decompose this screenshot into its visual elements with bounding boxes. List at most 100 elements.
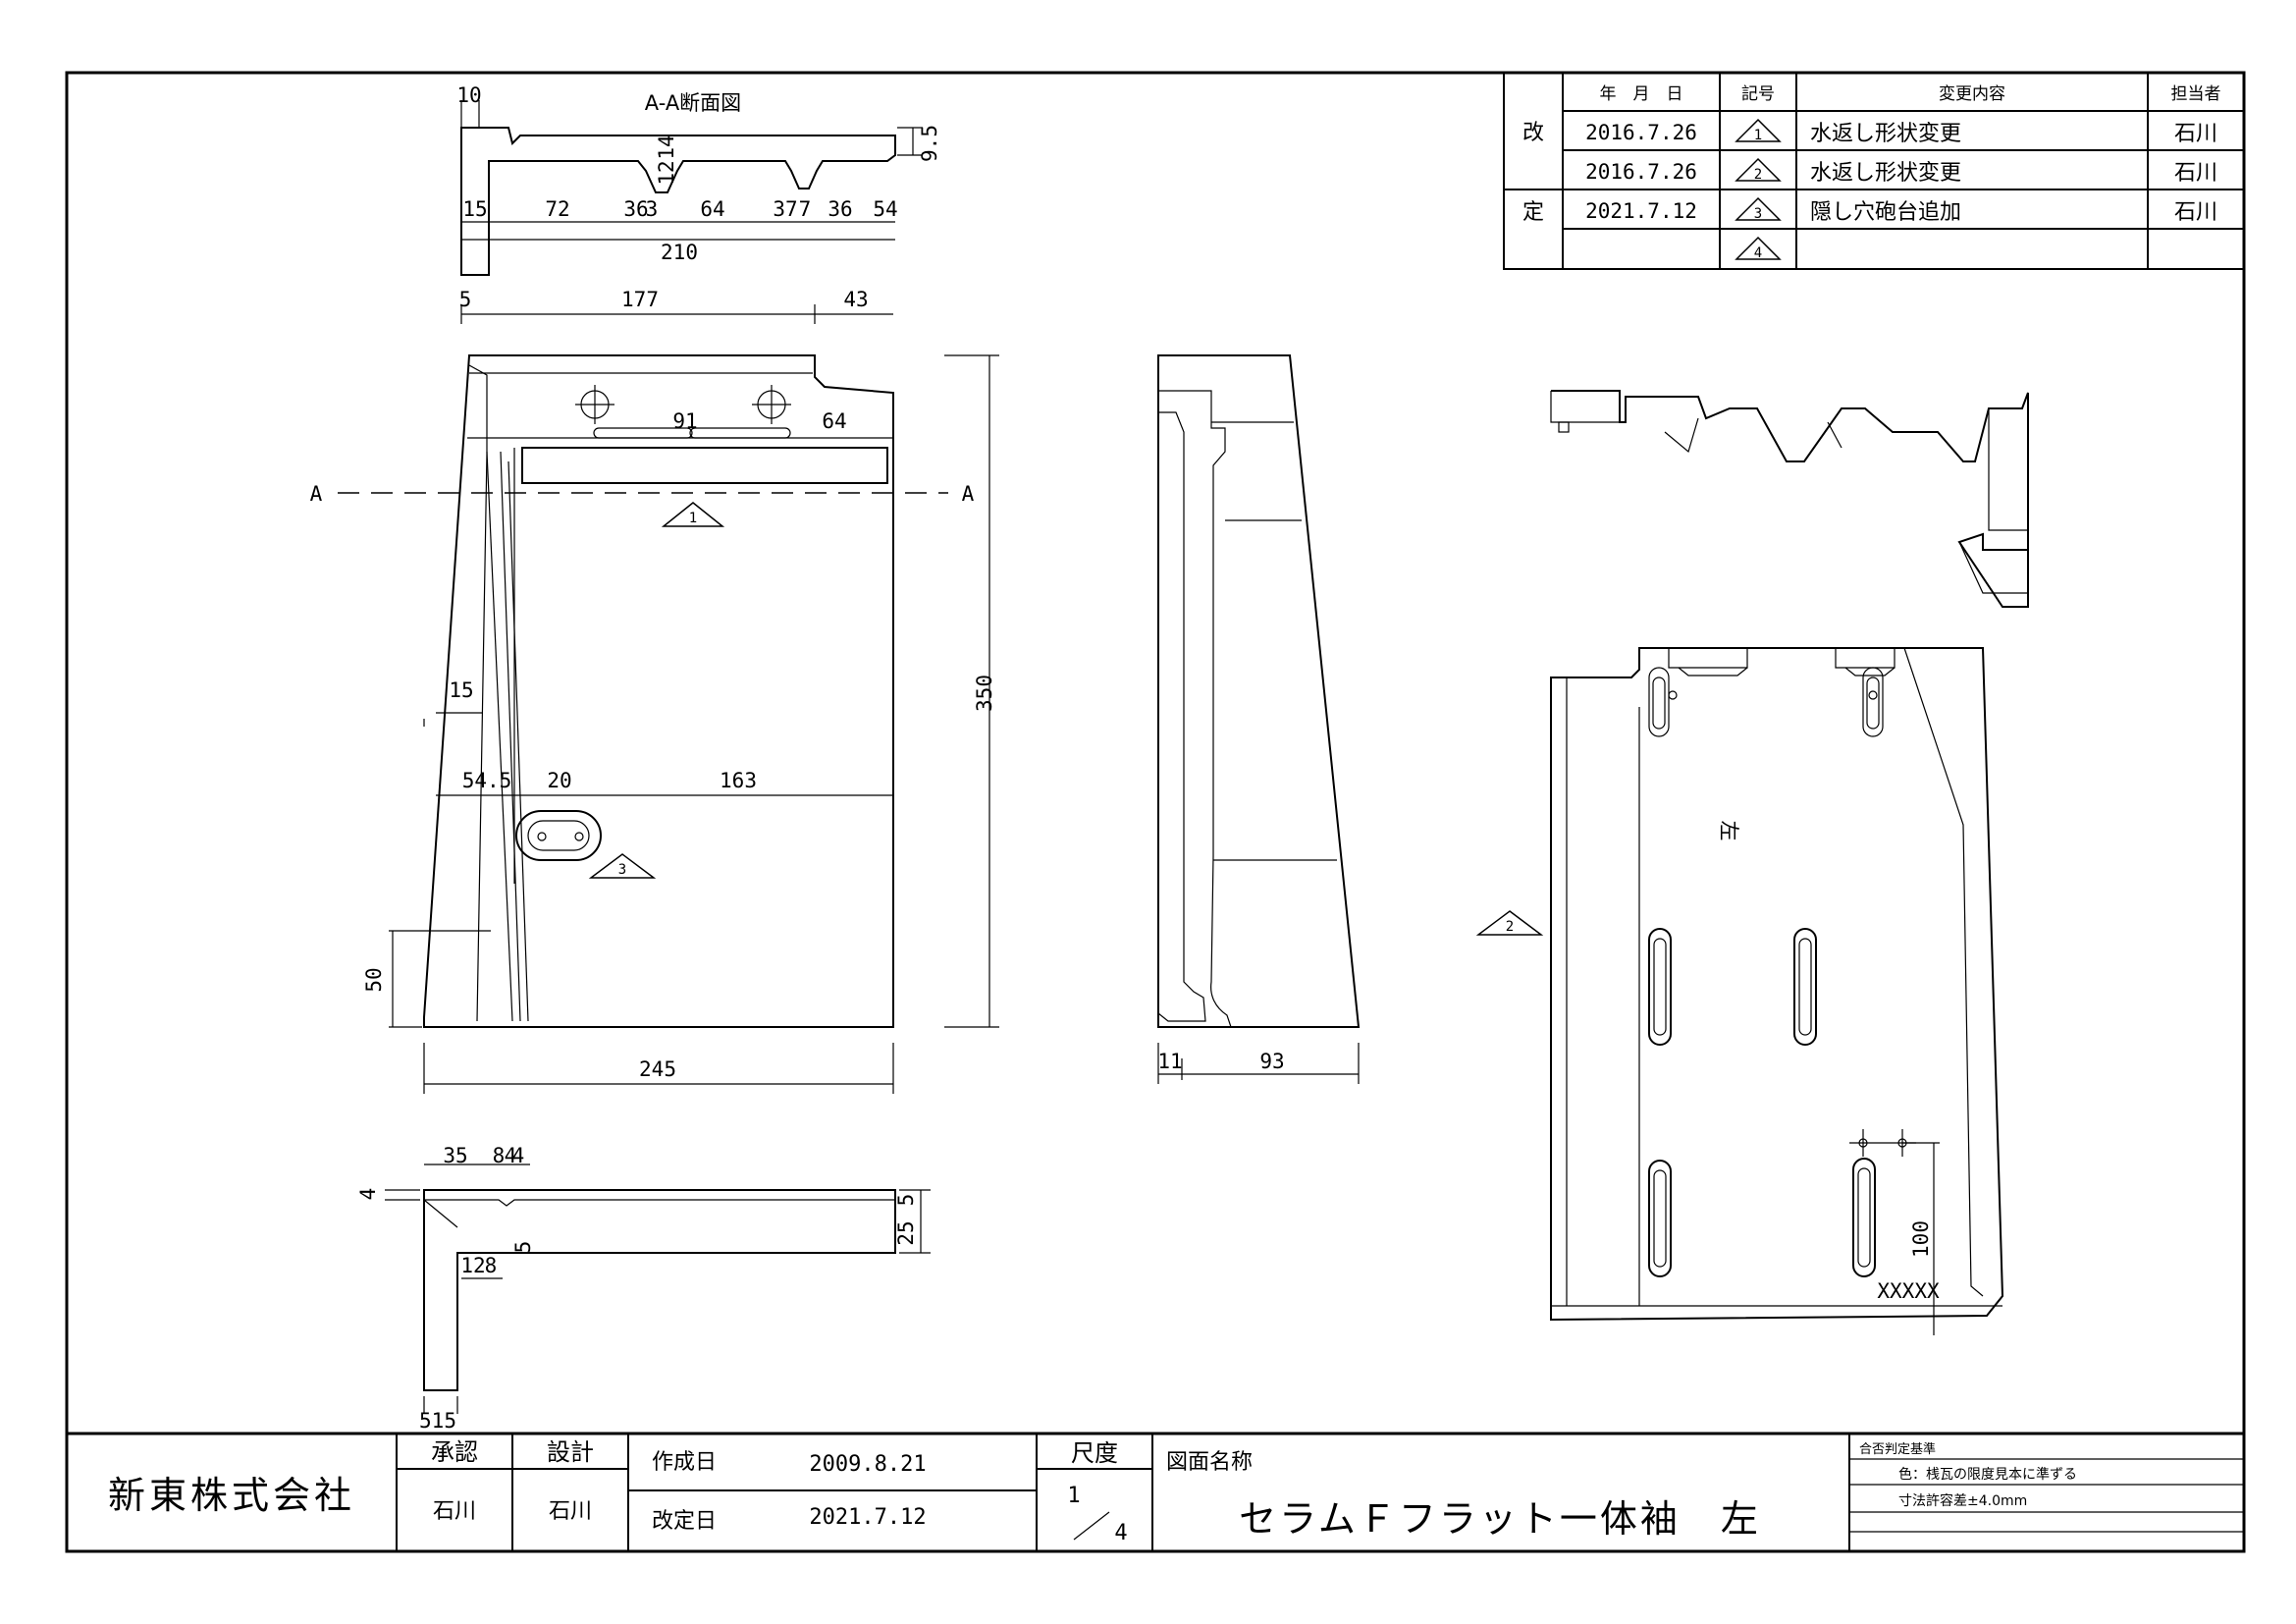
dim-plan-15: 15	[449, 678, 473, 702]
revision-person: 石川	[2174, 200, 2217, 225]
revision-symbol: 1	[1754, 128, 1762, 143]
revision-content: 水返し形状変更	[1810, 122, 1961, 146]
slot	[1852, 1158, 1876, 1277]
side-view: 11 93	[1157, 354, 1361, 1084]
dim-bottom-515: 515	[419, 1409, 456, 1433]
hidden-hole-pad	[515, 810, 602, 861]
dim-section-w-2: 36	[623, 197, 648, 221]
rear-bottom-view: 左 2 100 XXXXX	[1475, 647, 2004, 1335]
dim-bottom-8: 8	[493, 1144, 506, 1167]
design-name: 石川	[549, 1499, 592, 1524]
revised-date: 2021.7.12	[809, 1505, 926, 1530]
water-return-ridge	[521, 447, 888, 484]
revision-mark-3	[588, 853, 657, 879]
dim-bottom-25: 25	[894, 1220, 918, 1245]
revision-triangle	[1735, 236, 1782, 260]
scale-slash	[1073, 1511, 1110, 1541]
criteria-title: 合否判定基準	[1859, 1441, 1936, 1457]
revision-row-2: 2016.7.26 2 水返し形状変更 石川	[1585, 157, 2217, 186]
dim-section-right: 9.5	[918, 125, 941, 162]
revision-triangle	[1735, 196, 1782, 221]
dim-plan-163: 163	[720, 769, 757, 792]
dim-section-w-0: 15	[462, 197, 487, 221]
dim-bottom-35: 35	[443, 1144, 467, 1167]
slot	[1648, 928, 1672, 1046]
created-label: 作成日	[652, 1450, 717, 1475]
dim-section-total: 210	[661, 241, 698, 264]
criteria-tolerance: 寸法許容差±4.0mm	[1898, 1492, 2027, 1509]
dim-plan-20: 20	[547, 769, 571, 792]
dim-plan-height: 350	[973, 675, 996, 712]
revision-date: 2021.7.12	[1585, 199, 1697, 223]
dim-side-93: 93	[1259, 1050, 1284, 1073]
dim-section-w-1: 72	[545, 197, 569, 221]
dim-bottom-5: 5	[894, 1194, 918, 1207]
dim-bottom-4b: 4	[512, 1144, 525, 1167]
approve-label: 承認	[431, 1438, 478, 1466]
revision-mark-1	[661, 502, 725, 527]
revision-mark-1-label: 1	[689, 511, 697, 526]
dim-section-w-4: 64	[700, 197, 724, 221]
slot	[1793, 928, 1817, 1046]
revision-content: 隠し穴砲台追加	[1810, 200, 1961, 225]
section-title: A-A断面図	[645, 91, 741, 115]
dim-top-span-0: 5	[459, 288, 472, 311]
revision-mark-2	[1475, 910, 1544, 936]
revision-date: 2016.7.26	[1585, 160, 1697, 184]
criteria-color: 色：桟瓦の限度見本に準ずる	[1898, 1466, 2077, 1483]
section-view-a-a: A-A断面図 10 9.5 12 14 15 72 36 3 64 37 7 3…	[456, 83, 941, 276]
dim-bottom-4-left: 4	[356, 1188, 380, 1201]
scale-denominator: 4	[1114, 1521, 1127, 1545]
revision-symbol: 4	[1754, 245, 1762, 261]
drawing-name: セラムＦフラット一体袖 左	[1239, 1497, 1761, 1541]
revision-mark-3-label: 3	[618, 862, 626, 878]
revision-date: 2016.7.26	[1585, 121, 1697, 144]
dim-section-w-7: 36	[828, 197, 852, 221]
approve-name: 石川	[433, 1499, 476, 1524]
rear-mark-text: XXXXX	[1877, 1279, 1940, 1303]
dim-section-w-3: 3	[646, 197, 659, 221]
bottom-section-view: 35 8 4 4 4 25 5 12 8 5 515	[356, 1144, 931, 1433]
created-date: 2009.8.21	[809, 1452, 926, 1477]
dim-plan-64: 64	[822, 409, 846, 433]
plan-view: 5 177 43 91 64 A A 1 350 15 5	[310, 288, 999, 1094]
dim-top-span-1: 177	[621, 288, 659, 311]
dim-section-groove-b: 14	[655, 135, 678, 159]
revision-header-content: 変更内容	[1939, 84, 2005, 104]
revision-person: 石川	[2174, 122, 2217, 146]
design-label: 設計	[547, 1438, 594, 1466]
revision-row-4: 4	[1735, 236, 1782, 261]
revision-symbol: 2	[1754, 167, 1762, 183]
revision-table: 改 定 年 月 日 記号 変更内容 担当者 2016.7.26 1 水返し形状変…	[1503, 72, 2245, 270]
dim-bottom-8b: 8	[485, 1254, 498, 1277]
scale-numerator: 1	[1067, 1484, 1080, 1508]
revision-person: 石川	[2174, 161, 2217, 186]
dim-bottom-4a: 4	[505, 1144, 517, 1167]
dim-rear-100: 100	[1909, 1220, 1933, 1258]
slot	[1648, 1160, 1672, 1277]
dim-top-span-2: 43	[843, 288, 868, 311]
section-marker-right: A	[962, 482, 975, 506]
drawing-name-label: 図面名称	[1166, 1450, 1253, 1475]
revision-side-label-1: 改	[1522, 121, 1544, 145]
dim-bottom-5b: 5	[511, 1241, 535, 1254]
revision-triangle	[1735, 157, 1782, 182]
sheet-border	[65, 71, 2246, 1553]
dim-plan-50: 50	[362, 967, 386, 992]
dim-bottom-12: 12	[460, 1254, 485, 1277]
dim-plan-91: 91	[672, 409, 697, 433]
dim-side-11: 11	[1157, 1050, 1182, 1073]
revision-content: 水返し形状変更	[1810, 161, 1961, 186]
section-marker-left: A	[310, 482, 323, 506]
revision-row-3: 2021.7.12 3 隠し穴砲台追加 石川	[1585, 196, 2217, 225]
rear-top-view	[1550, 390, 2029, 608]
revised-label: 改定日	[652, 1509, 717, 1534]
dim-section-groove-a: 12	[655, 160, 678, 185]
rear-kanji-label: 左	[1717, 821, 1740, 841]
revision-header-symbol: 記号	[1741, 84, 1775, 104]
revision-side-label-2: 定	[1522, 200, 1544, 225]
revision-triangle	[1735, 118, 1782, 142]
dim-section-top: 10	[456, 83, 481, 107]
dim-section-w-5: 37	[773, 197, 797, 221]
